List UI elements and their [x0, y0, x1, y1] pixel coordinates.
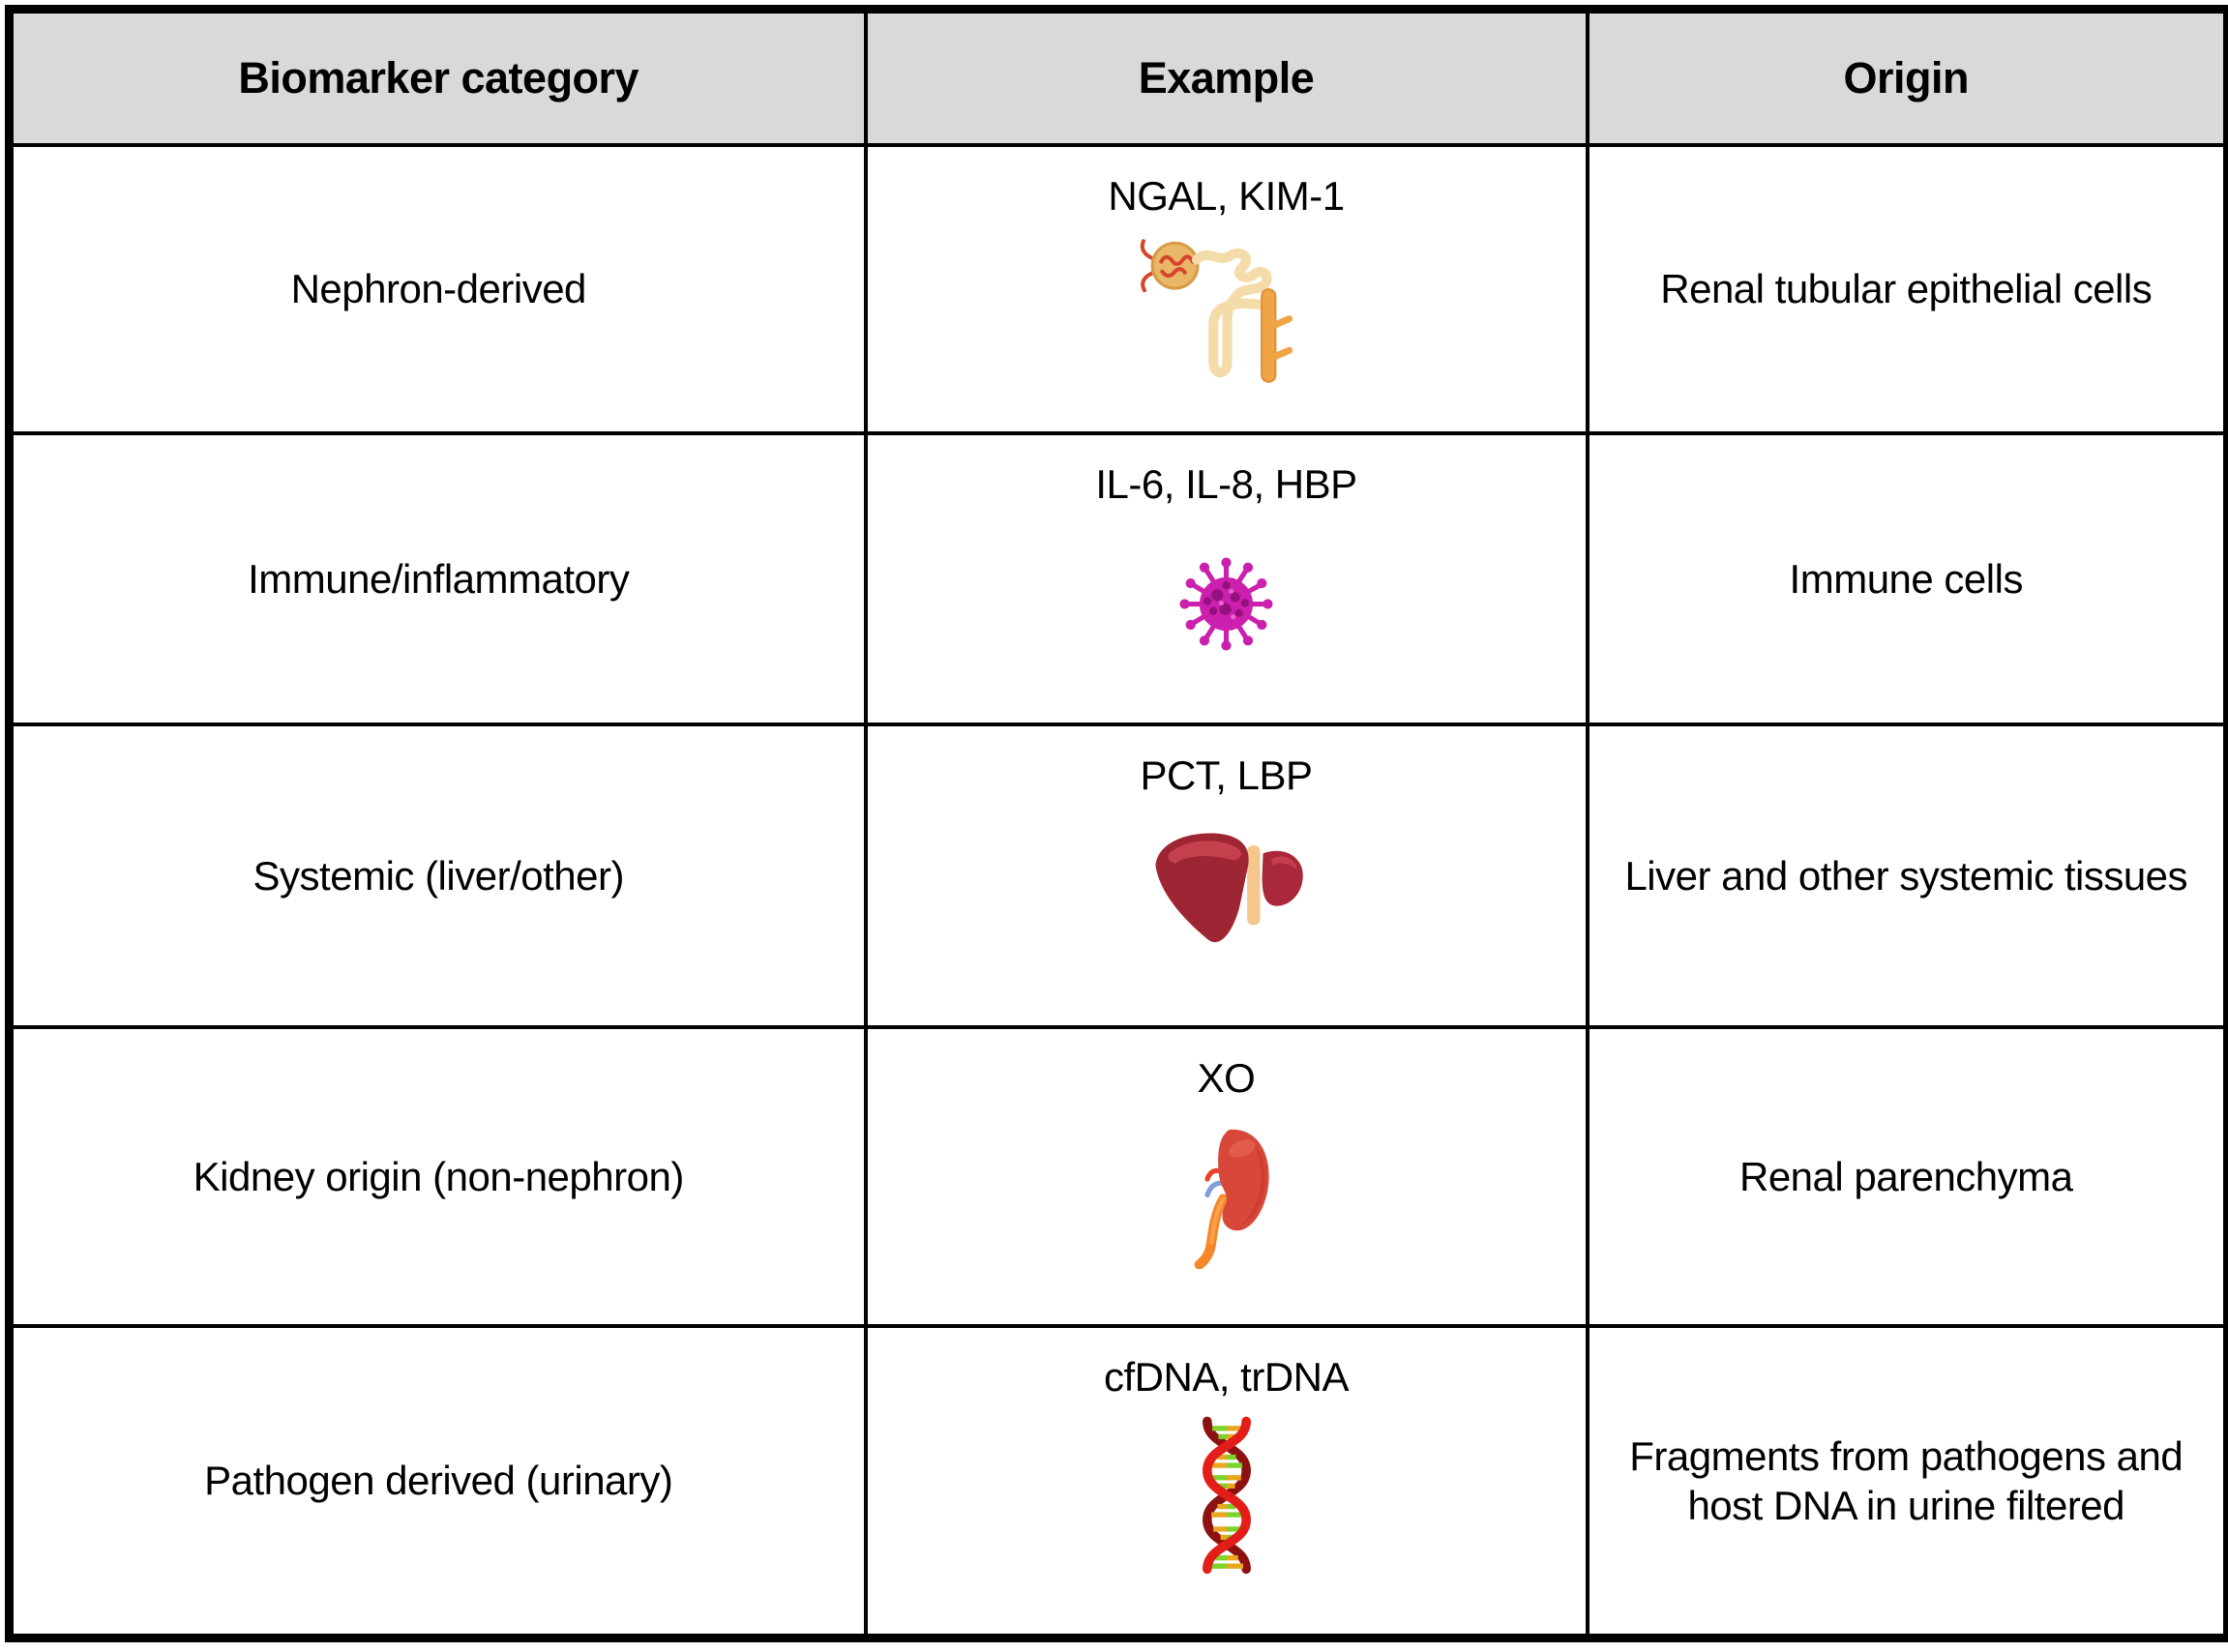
liver-icon [895, 819, 1559, 969]
header-biomarker-category: Biomarker category [7, 7, 868, 147]
example-label: IL-6, IL-8, HBP [1095, 461, 1357, 508]
example-label: XO [1197, 1055, 1256, 1102]
header-origin: Origin [1585, 7, 2228, 147]
table-row: Kidney origin (non-nephron) XO Renal par… [7, 1025, 2228, 1328]
table-row: Nephron-derived NGAL, KIM-1 Renal tubula… [7, 142, 2228, 436]
origin-immune-inflammatory: Immune cells [1585, 431, 2228, 726]
origin-kidney-origin: Renal parenchyma [1585, 1025, 2228, 1328]
category-nephron-derived: Nephron-derived [7, 142, 868, 436]
example-kidney-origin: XO [863, 1025, 1589, 1328]
table-row: Immune/inflammatory IL-6, IL-8, HBP [7, 431, 2228, 726]
virus-icon [895, 536, 1559, 669]
category-kidney-origin: Kidney origin (non-nephron) [7, 1025, 868, 1328]
example-pathogen-derived: cfDNA, trDNA [863, 1323, 1589, 1640]
biomarker-table: Biomarker category Example Origin Nephro… [5, 5, 2228, 1642]
table-row: Systemic (liver/other) PCT, LBP Liver an… [7, 722, 2228, 1030]
header-example: Example [863, 7, 1589, 147]
origin-systemic: Liver and other systemic tissues [1585, 722, 2228, 1030]
origin-nephron-derived: Renal tubular epithelial cells [1585, 142, 2228, 436]
example-label: NGAL, KIM-1 [1108, 172, 1345, 219]
example-immune-inflammatory: IL-6, IL-8, HBP [863, 431, 1589, 726]
example-label: cfDNA, trDNA [1103, 1353, 1350, 1400]
nephron-icon [895, 230, 1559, 393]
table-row: Pathogen derived (urinary) cfDNA, trDNA [7, 1323, 2228, 1640]
kidney-icon [895, 1119, 1559, 1269]
category-pathogen-derived: Pathogen derived (urinary) [7, 1323, 868, 1640]
category-systemic: Systemic (liver/other) [7, 722, 868, 1030]
example-nephron-derived: NGAL, KIM-1 [863, 142, 1589, 436]
dna-icon [895, 1415, 1559, 1579]
example-label: PCT, LBP [1140, 752, 1313, 798]
category-immune-inflammatory: Immune/inflammatory [7, 431, 868, 726]
example-systemic: PCT, LBP [863, 722, 1589, 1030]
origin-pathogen-derived: Fragments from pathogens and host DNA in… [1585, 1323, 2228, 1640]
table-header-row: Biomarker category Example Origin [7, 7, 2228, 147]
